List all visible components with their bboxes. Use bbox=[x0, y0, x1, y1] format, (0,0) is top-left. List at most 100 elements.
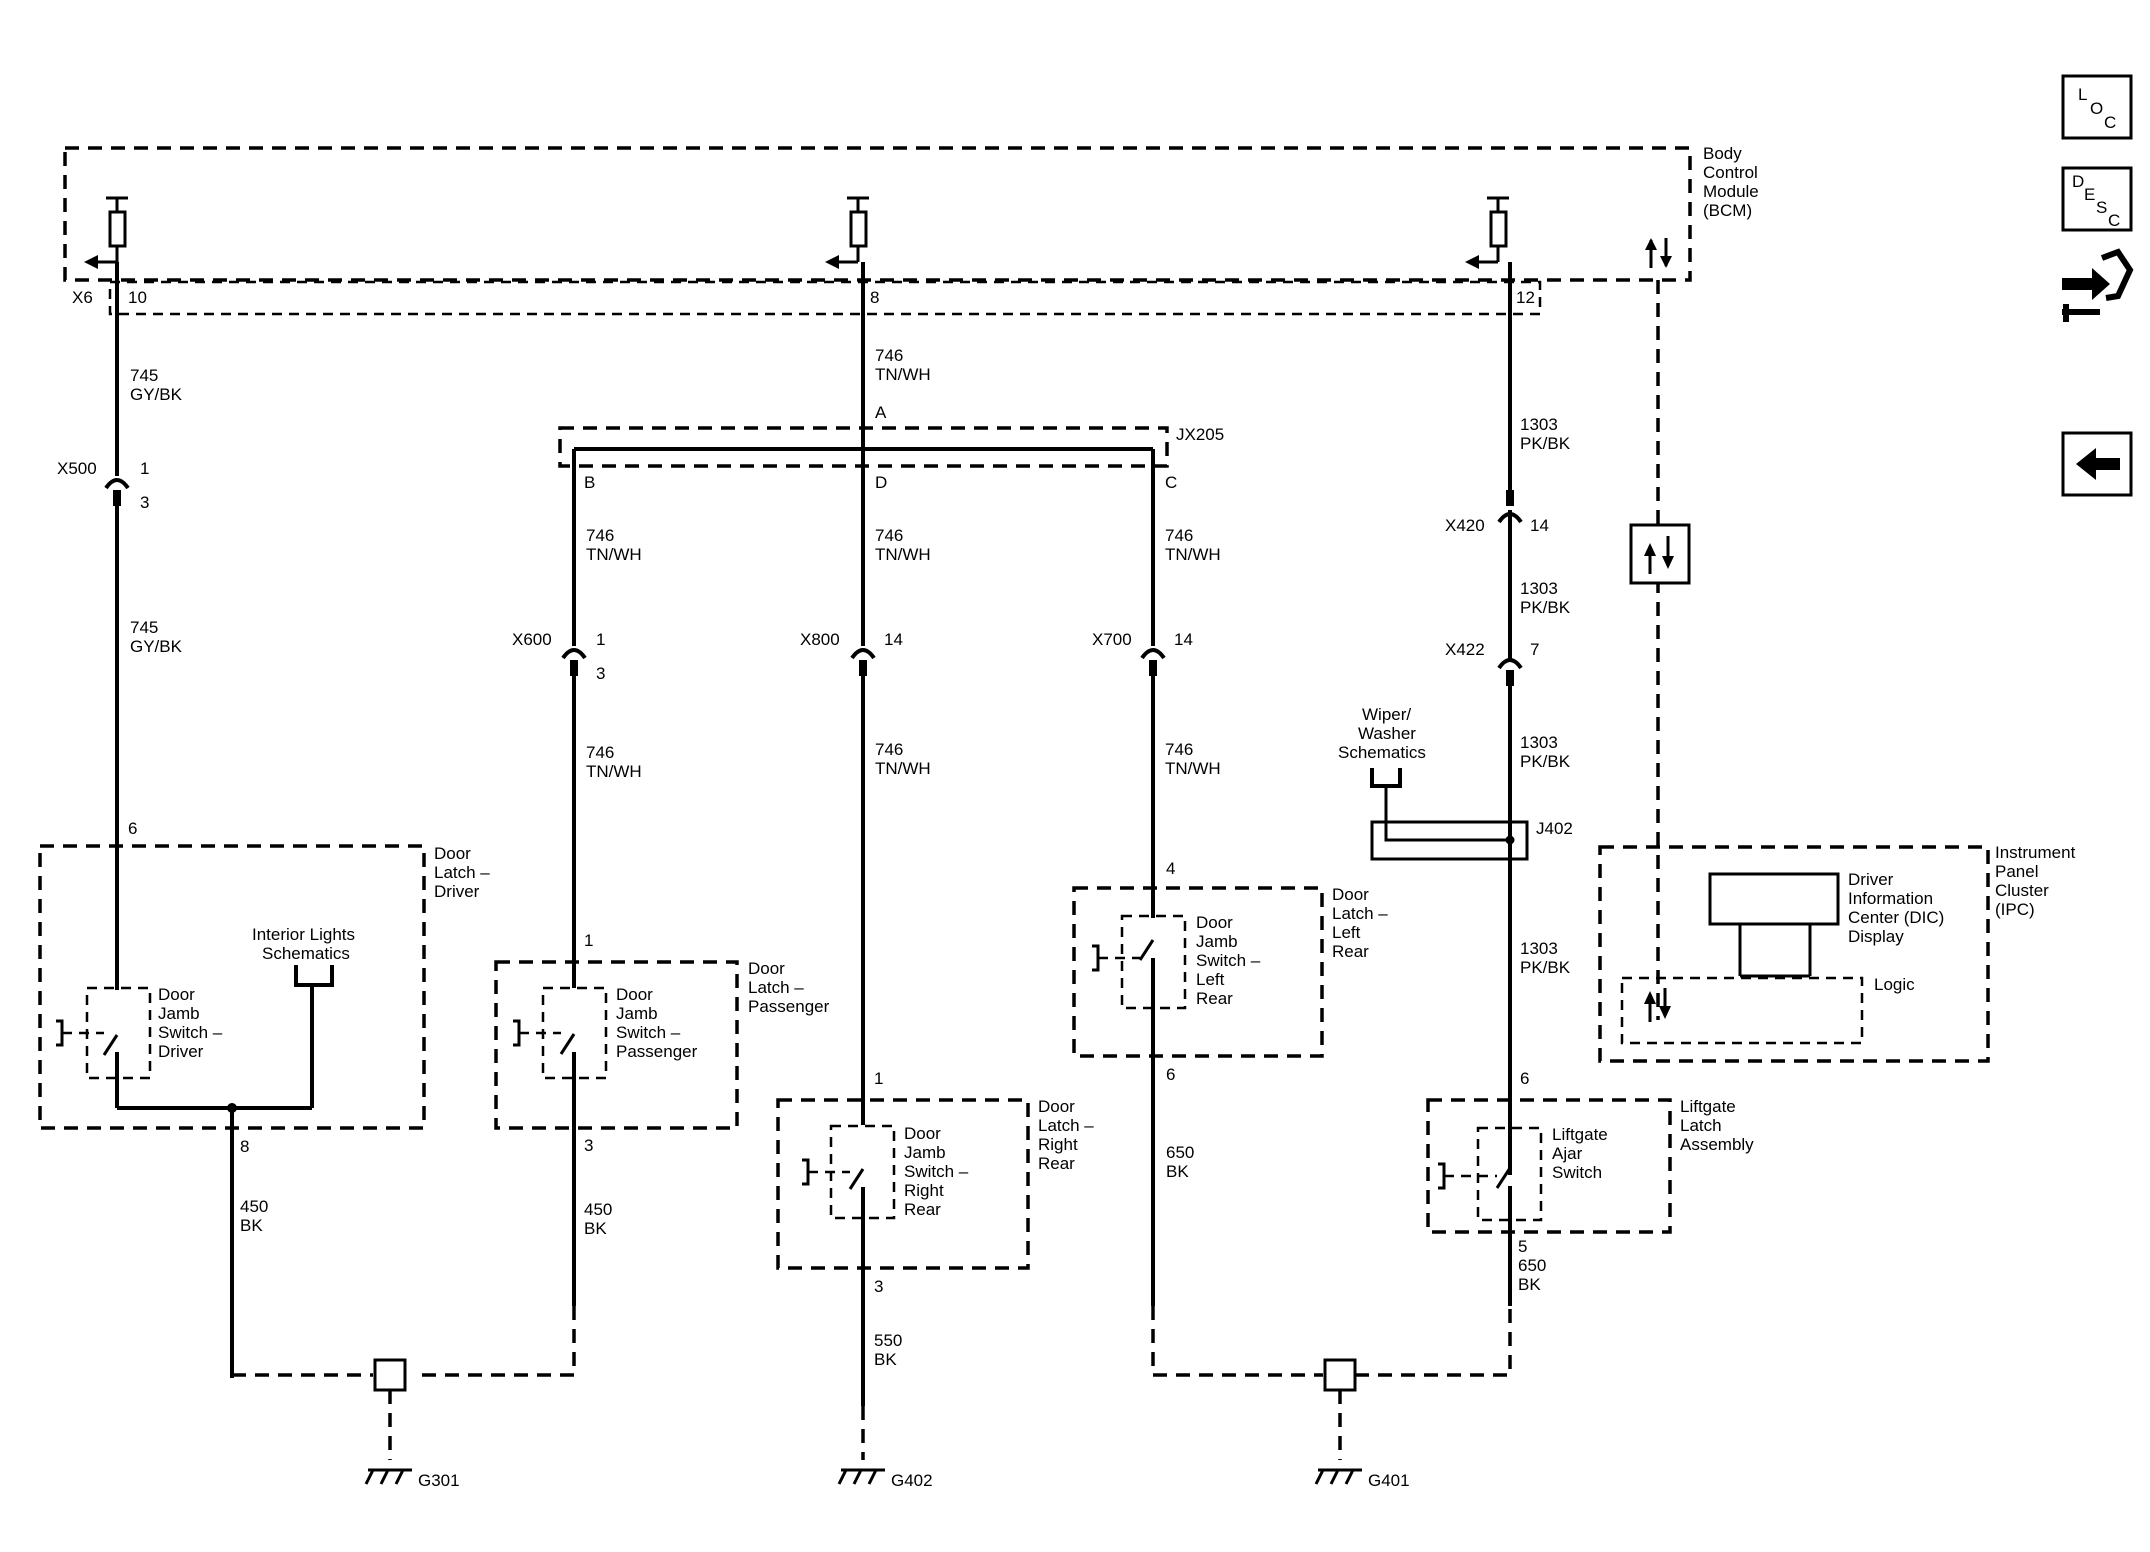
liftgate-latch-1: Liftgate bbox=[1680, 1097, 1736, 1116]
door-jamb-rr-1: Door bbox=[904, 1124, 941, 1143]
door-jamb-driver-4: Driver bbox=[158, 1042, 204, 1061]
wire-746-color-d1: TN/WH bbox=[875, 545, 931, 564]
desc-icon[interactable]: D E S C bbox=[2061, 166, 2133, 232]
bcm-output-liftgate bbox=[1465, 196, 1509, 269]
back-arrow-icon[interactable] bbox=[2061, 431, 2133, 497]
door-latch-lr-3: Left bbox=[1332, 923, 1361, 942]
wire-746-color-c2: TN/WH bbox=[1165, 759, 1221, 778]
ipc-label-2: Panel bbox=[1995, 862, 2038, 881]
door-latch-lr-2: Latch – bbox=[1332, 904, 1388, 923]
x600-pin-b: 3 bbox=[596, 664, 605, 683]
loc-icon[interactable]: L O C bbox=[2061, 74, 2133, 140]
door-latch-lr-4: Rear bbox=[1332, 942, 1369, 961]
pass-pin-out: 3 bbox=[584, 1136, 593, 1155]
door-latch-rr-1: Door bbox=[1038, 1097, 1075, 1116]
door-jamb-rr-2: Jamb bbox=[904, 1143, 946, 1162]
door-jamb-passenger-3: Switch – bbox=[616, 1023, 681, 1042]
svg-text:D: D bbox=[2072, 172, 2084, 191]
serial-data-box-icon bbox=[1629, 523, 1691, 585]
wire-746-num-c2: 746 bbox=[1165, 740, 1193, 759]
wire-746-num-c1: 746 bbox=[1165, 526, 1193, 545]
door-latch-driver-1: Door bbox=[434, 844, 471, 863]
pass-pin-in: 1 bbox=[584, 931, 593, 950]
bcm-module: Body Control Module (BCM) X6 10 8 12 bbox=[63, 144, 1759, 316]
dic-label-1: Driver bbox=[1848, 870, 1894, 889]
ipc-label-1: Instrument bbox=[1995, 843, 2076, 862]
wire-550-color: BK bbox=[874, 1350, 897, 1369]
x700-pin: 14 bbox=[1174, 630, 1193, 649]
door-jamb-lr-2: Jamb bbox=[1196, 932, 1238, 951]
wire-1303-color-2: PK/BK bbox=[1520, 598, 1571, 617]
wire-746-num-a: 746 bbox=[875, 346, 903, 365]
lr-pin-out: 6 bbox=[1166, 1065, 1175, 1084]
svg-text:C: C bbox=[2104, 113, 2116, 132]
wire-650-num-1: 650 bbox=[1166, 1143, 1194, 1162]
svg-text:E: E bbox=[2084, 185, 2095, 204]
wire-746-color-d2: TN/WH bbox=[875, 759, 931, 778]
wire-450-num-2: 450 bbox=[584, 1200, 612, 1219]
lift-pin-out: 5 bbox=[1518, 1237, 1527, 1256]
wire-1303-color-4: PK/BK bbox=[1520, 958, 1571, 977]
wire-450-num-1: 450 bbox=[240, 1197, 268, 1216]
bcm-label-1: Body bbox=[1703, 144, 1742, 163]
door-latch-driver-2: Latch – bbox=[434, 863, 490, 882]
door-jamb-rr-3: Switch – bbox=[904, 1162, 969, 1181]
driver-circuit: 745 GY/BK X500 1 3 745 GY/BK 6 Door Latc… bbox=[38, 262, 490, 1378]
ipc-label-4: (IPC) bbox=[1995, 900, 2035, 919]
rr-pin-in: 1 bbox=[874, 1069, 883, 1088]
driver-pin-in: 6 bbox=[128, 819, 137, 838]
wire-746-color-b1: TN/WH bbox=[586, 545, 642, 564]
wiper-label-2: Washer bbox=[1358, 724, 1416, 743]
g401-label: G401 bbox=[1368, 1471, 1410, 1490]
wire-746-color-c1: TN/WH bbox=[1165, 545, 1221, 564]
bcm-serial-data-icon bbox=[1645, 238, 1672, 268]
x500-pin-b: 3 bbox=[140, 493, 149, 512]
door-jamb-lr-5: Rear bbox=[1196, 989, 1233, 1008]
door-latch-lr-1: Door bbox=[1332, 885, 1369, 904]
svg-text:O: O bbox=[2090, 99, 2103, 118]
door-latch-driver-3: Driver bbox=[434, 882, 480, 901]
door-jamb-driver-2: Jamb bbox=[158, 1004, 200, 1023]
right-rear-circuit: 746 TN/WH 746 TN/WH X800 14 746 TN/WH 1 … bbox=[776, 262, 1094, 1406]
ipc-module: Instrument Panel Cluster (IPC) Driver In… bbox=[1598, 280, 2076, 1063]
x600-pin-a: 1 bbox=[596, 630, 605, 649]
left-rear-circuit: 746 TN/WH X700 14 746 TN/WH 4 Door Latch… bbox=[1072, 476, 1388, 1306]
door-latch-passenger-3: Passenger bbox=[748, 997, 830, 1016]
door-latch-passenger-1: Door bbox=[748, 959, 785, 978]
wire-745-color-1: GY/BK bbox=[130, 385, 183, 404]
x600-label: X600 bbox=[512, 630, 552, 649]
wire-746-num-d2: 746 bbox=[875, 740, 903, 759]
bcm-label-2: Control bbox=[1703, 163, 1758, 182]
door-jamb-rr-5: Rear bbox=[904, 1200, 941, 1219]
wire-650-color-1: BK bbox=[1166, 1162, 1189, 1181]
logic-label: Logic bbox=[1874, 975, 1915, 994]
x6-pin-driver: 10 bbox=[128, 288, 147, 307]
g402-label: G402 bbox=[891, 1471, 933, 1490]
liftgate-latch-2: Latch bbox=[1680, 1116, 1722, 1135]
x420-pin: 14 bbox=[1530, 516, 1549, 535]
wire-745-color-2: GY/BK bbox=[130, 637, 183, 656]
g301-label: G301 bbox=[418, 1471, 460, 1490]
x422-label: X422 bbox=[1445, 640, 1485, 659]
jx205-pin-d: D bbox=[875, 473, 887, 492]
wire-650-color-2: BK bbox=[1518, 1275, 1541, 1294]
door-jamb-passenger-2: Jamb bbox=[616, 1004, 658, 1023]
ground-g301: G301 bbox=[230, 1306, 576, 1490]
dic-label-4: Display bbox=[1848, 927, 1904, 946]
wire-1303-color-1: PK/BK bbox=[1520, 434, 1571, 453]
connector-icon[interactable] bbox=[2062, 248, 2134, 322]
interior-lights-2: Schematics bbox=[262, 944, 350, 963]
door-jamb-lr-4: Left bbox=[1196, 970, 1225, 989]
wire-1303-num-2: 1303 bbox=[1520, 579, 1558, 598]
door-jamb-rr-4: Right bbox=[904, 1181, 944, 1200]
jx205-pin-c: C bbox=[1165, 473, 1177, 492]
wire-1303-color-3: PK/BK bbox=[1520, 752, 1571, 771]
x800-label: X800 bbox=[800, 630, 840, 649]
dic-label-2: Information bbox=[1848, 889, 1933, 908]
dic-label-3: Center (DIC) bbox=[1848, 908, 1944, 927]
door-jamb-driver-1: Door bbox=[158, 985, 195, 1004]
x800-pin: 14 bbox=[884, 630, 903, 649]
liftgate-switch-2: Ajar bbox=[1552, 1144, 1583, 1163]
jx205-pin-a: A bbox=[875, 403, 887, 422]
